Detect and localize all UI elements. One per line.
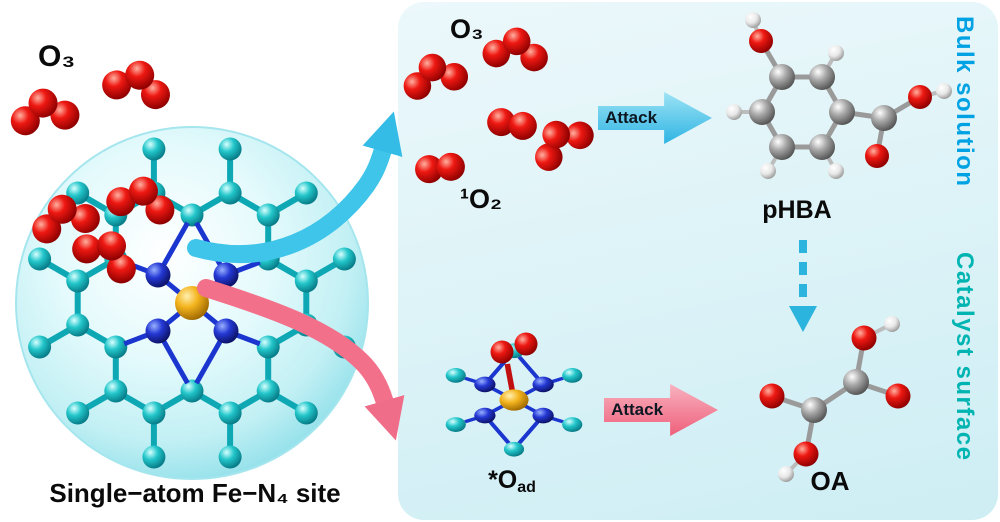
attack-arrow-bottom: Attack — [604, 384, 718, 436]
carbon-atom — [769, 64, 795, 90]
ozone-molecule — [397, 46, 471, 103]
dashed-down-arrow-icon — [789, 240, 817, 332]
oxygen-atom — [793, 441, 819, 467]
carbon-atom — [142, 445, 166, 469]
carbon-atom — [445, 417, 466, 432]
carbon-atom — [503, 441, 525, 457]
oad-label-sub: ad — [517, 479, 536, 496]
carbon-atom — [256, 335, 280, 359]
phba-label: pHBA — [762, 196, 832, 224]
oad-label-main: *O — [488, 466, 518, 494]
carbon-atom — [809, 134, 835, 160]
oa-molecule — [759, 316, 911, 482]
hydrogen-atom — [760, 163, 776, 179]
ozone-molecule — [6, 83, 82, 138]
carbon-atom — [843, 369, 869, 395]
carbon-atom — [294, 269, 318, 293]
carbon-atom — [66, 269, 90, 293]
hydrogen-atom — [726, 104, 742, 120]
ozone-label-panel: O₃ — [450, 14, 484, 44]
oxygen-atom — [749, 29, 773, 53]
oa-label: OA — [810, 466, 850, 496]
carbon-atom — [180, 203, 204, 227]
hydrogen-atom — [745, 12, 761, 28]
singlet-oxygen-label: ¹O₂ — [460, 184, 502, 214]
carbon-atom — [769, 134, 795, 160]
ozone-molecule — [521, 104, 600, 177]
oad-label: *Oad — [450, 466, 574, 497]
carbon-atom — [104, 379, 128, 403]
attack-arrow-top: Attack — [598, 92, 712, 144]
adsorbed-oxygen — [490, 332, 538, 364]
carbon-atom — [28, 247, 52, 271]
carbon-atom — [218, 137, 242, 161]
ozone-molecule — [99, 52, 177, 113]
carbon-atom — [829, 99, 855, 125]
carbon-atom — [749, 99, 775, 125]
carbon-atom — [104, 335, 128, 359]
bulk-solution-label: Bulk solution — [951, 16, 978, 188]
singlet-oxygen-molecule — [413, 151, 467, 185]
hydrogen-atom — [828, 45, 844, 61]
hydrogen-atom — [828, 163, 844, 179]
oxygen-atom — [759, 383, 785, 409]
carbon-atom — [66, 313, 90, 337]
carbon-atom — [28, 335, 52, 359]
curved-pink-arrow-icon — [197, 279, 405, 441]
carbon-atom — [562, 417, 583, 432]
carbon-atom — [218, 181, 242, 205]
carbon-atom — [871, 105, 897, 131]
carbon-atom — [294, 401, 318, 425]
nitrogen-atom — [213, 262, 239, 288]
carbon-atom — [809, 64, 835, 90]
nitrogen-atom — [532, 407, 554, 424]
carbon-atom — [294, 181, 318, 205]
ozone-molecule — [481, 24, 551, 73]
hydrogen-atom — [884, 316, 900, 332]
carbon-atom — [142, 401, 166, 425]
oxygen-atom — [885, 383, 911, 409]
carbon-atom — [218, 445, 242, 469]
hydrogen-atom — [778, 466, 794, 482]
nitrogen-atom — [474, 376, 496, 393]
carbon-atom — [142, 137, 166, 161]
carbon-atom — [180, 379, 204, 403]
carbon-atom — [256, 203, 280, 227]
nitrogen-atom — [532, 376, 554, 393]
catalyst-surface-label: Catalyst surface — [951, 252, 978, 462]
singlet-oxygen-molecule — [484, 105, 540, 143]
carbon-atom — [445, 368, 466, 383]
carbon-atom — [256, 379, 280, 403]
oxygen-atom — [851, 325, 877, 351]
carbon-atom — [218, 401, 242, 425]
carbon-atom — [562, 368, 583, 383]
nitrogen-atom — [145, 262, 171, 288]
phba-molecule — [726, 12, 952, 179]
oxygen-atom — [865, 144, 889, 168]
nitrogen-atom — [474, 407, 496, 424]
iron-atom — [499, 389, 529, 411]
nitrogen-atom — [145, 318, 171, 344]
carbon-atom — [801, 397, 827, 423]
attack-label-bottom: Attack — [611, 400, 664, 419]
site-label: Single−atom Fe−N₄ site — [49, 478, 341, 508]
curved-cyan-arrow-icon — [187, 111, 403, 264]
oxygen-atom — [908, 85, 932, 109]
attack-label-top: Attack — [605, 108, 658, 127]
carbon-atom — [66, 401, 90, 425]
nitrogen-atom — [213, 318, 239, 344]
hydrogen-atom — [936, 83, 952, 99]
carbon-atom — [332, 247, 356, 271]
oad-fe-n4-structure — [445, 343, 583, 457]
ozone-label-left: O₃ — [38, 40, 76, 73]
